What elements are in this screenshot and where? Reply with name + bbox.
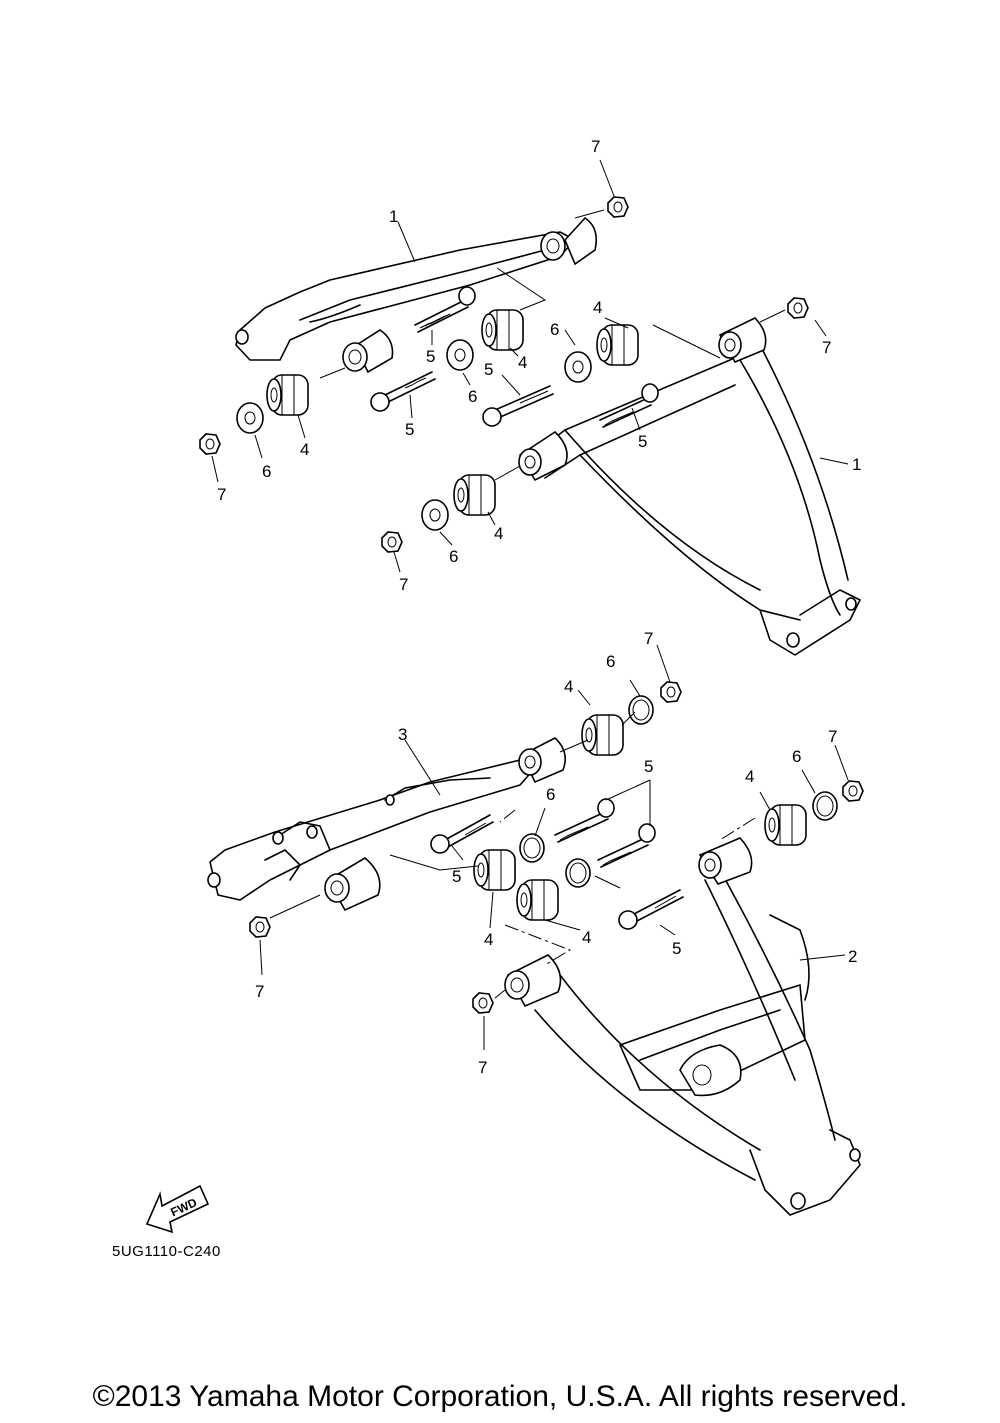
callout-5: 5	[638, 432, 647, 451]
callout-5: 5	[405, 420, 414, 439]
callout-5: 5	[452, 867, 461, 886]
fwd-arrow-icon: FWD	[145, 1184, 210, 1234]
callout-4: 4	[745, 767, 754, 786]
nuts	[199, 196, 864, 1014]
leader-lines	[211, 159, 849, 1050]
callout-6: 6	[468, 387, 477, 406]
callout-4: 4	[582, 928, 591, 947]
callout-7: 7	[217, 485, 226, 504]
callout-1-upper-front: 1	[852, 455, 861, 474]
callout-4: 4	[300, 440, 309, 459]
callout-6: 6	[792, 747, 801, 766]
callout-labels: 1 1 2 3 4 4 4 4 4 4 4 4 5 5 5 5 5 5 5 6 …	[217, 137, 861, 1077]
callout-7: 7	[828, 727, 837, 746]
callout-7: 7	[478, 1058, 487, 1077]
callout-5: 5	[644, 757, 653, 776]
callout-7: 7	[399, 575, 408, 594]
callout-6: 6	[550, 320, 559, 339]
upper-arm-front	[518, 317, 861, 656]
callout-4: 4	[484, 930, 493, 949]
callout-6: 6	[262, 462, 271, 481]
callout-6: 6	[449, 547, 458, 566]
callout-4: 4	[494, 524, 503, 543]
callout-1-upper-rear: 1	[389, 207, 398, 226]
lower-arm-front	[504, 837, 861, 1216]
callout-4: 4	[564, 677, 573, 696]
callout-6: 6	[546, 785, 555, 804]
upper-arm-rear	[235, 216, 598, 374]
callout-7: 7	[822, 338, 831, 357]
callout-5: 5	[672, 939, 681, 958]
callout-2: 2	[848, 947, 857, 966]
callout-7: 7	[591, 137, 600, 156]
copyright-notice: ©2013 Yamaha Motor Corporation, U.S.A. A…	[92, 1380, 908, 1413]
callout-7: 7	[644, 629, 653, 648]
bolts	[370, 286, 684, 930]
callout-6: 6	[606, 652, 615, 671]
callout-5: 5	[426, 347, 435, 366]
lower-arm-rear	[207, 737, 566, 912]
catalog-number: 5UG1110-C240	[112, 1243, 221, 1260]
callout-5: 5	[484, 360, 493, 379]
callout-3: 3	[398, 725, 407, 744]
bushings	[266, 309, 807, 921]
callout-4: 4	[593, 298, 602, 317]
washers	[236, 339, 838, 888]
callout-4: 4	[518, 353, 527, 372]
callout-7: 7	[255, 982, 264, 1001]
